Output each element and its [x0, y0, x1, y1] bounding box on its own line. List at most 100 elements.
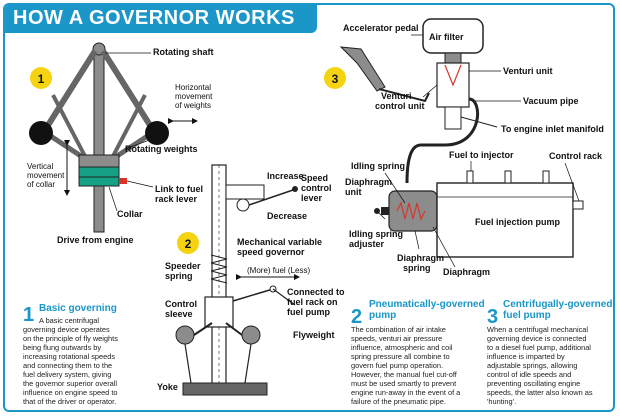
fuel-injection-pump: [436, 182, 574, 258]
section-2-line-5: govern fuel pump operation.: [351, 361, 443, 370]
label-accelerator-pedal: Accelerator pedal: [343, 23, 419, 33]
rotating-shaft: [93, 48, 105, 233]
speeder-spring: [210, 254, 228, 284]
diagram-frame: HOW A GOVERNOR WORKS 1: [3, 3, 615, 412]
rotating-weight-left: [29, 121, 53, 145]
label-speed-control-2: control: [301, 183, 332, 193]
label-venturi-unit: Venturi unit: [503, 66, 553, 76]
label-speed-control-1: Speed: [301, 173, 328, 183]
section-3-line-9: 'hunting'.: [487, 397, 516, 406]
label-vertical-movement-2: movement: [27, 171, 65, 180]
label-connected-fuel-rack-2: fuel rack on: [287, 297, 338, 307]
section-3-line-1: When a centrifugal mechanical: [487, 325, 588, 334]
label-fuel-injection-pump: Fuel injection pump: [475, 217, 561, 227]
label-decrease: Decrease: [267, 211, 307, 221]
badge-1: [30, 67, 52, 89]
section-2-line-7: must be used smartly to prevent: [351, 379, 456, 388]
label-horizontal-movement-1: Horizontal: [175, 83, 211, 92]
label-link-fuel-rack-1: Link to fuel: [155, 184, 203, 194]
section-3-line-4: influence is imparted by: [487, 352, 565, 361]
label-vertical-movement-3: of collar: [27, 180, 55, 189]
label-idling-adjuster-1: Idling spring: [349, 229, 403, 239]
section-1-line-6: and connecting them to the: [23, 361, 112, 370]
mechanical-governor-diagram: 2 Increase: [157, 164, 345, 396]
badge-2: [177, 232, 199, 254]
label-horizontal-movement-2: movement: [175, 92, 213, 101]
diagram-canvas: 1 R: [23, 18, 612, 406]
section-1-line-2: governing device operates: [23, 325, 110, 334]
label-mechanical-governor-2: speed governor: [237, 247, 305, 257]
collar: [78, 154, 120, 168]
yoke: [182, 382, 268, 396]
section-2-number: 2: [351, 306, 362, 328]
section-1-line-5: increasing rotational speeds: [23, 352, 115, 361]
section-1-number: 1: [23, 304, 34, 326]
label-rotating-weights: Rotating weights: [125, 144, 198, 154]
badge-1-number: 1: [38, 72, 45, 86]
section-3-line-8: speeds, the latter also known as: [487, 388, 593, 397]
label-yoke: Yoke: [157, 382, 178, 392]
label-flyweight: Flyweight: [293, 330, 335, 340]
section-2-line-2: speeds, venturi air pressure: [351, 334, 442, 343]
section-3-heading-1: Centrifugally-governed: [503, 299, 612, 310]
badge-3: [324, 67, 346, 89]
badge-2-number: 2: [185, 237, 192, 251]
label-speeder-spring-2: spring: [165, 271, 193, 281]
label-control-rack: Control rack: [549, 151, 603, 161]
label-horizontal-movement-3: of weights: [175, 101, 211, 110]
speed-control-knob: [292, 186, 298, 192]
section-3-line-5: adjustable springs, allowing: [487, 361, 577, 370]
label-mechanical-governor-1: Mechanical variable: [237, 237, 322, 247]
section-1-line-4: being flung outwards by: [23, 343, 101, 352]
label-venturi-control-2: control unit: [375, 101, 425, 111]
section-3-number: 3: [487, 306, 498, 328]
basic-governor-diagram: 1 R: [27, 42, 214, 245]
section-3-line-3: to a diesel fuel pump, additional: [487, 343, 591, 352]
label-diaphragm: Diaphragm: [443, 267, 490, 277]
label-control-sleeve-1: Control: [165, 299, 197, 309]
label-diaphragm-spring-2: spring: [403, 263, 431, 273]
link-fuel-rack-stub: [119, 178, 127, 184]
label-idling-adjuster-2: adjuster: [349, 239, 385, 249]
label-control-sleeve-2: sleeve: [165, 309, 193, 319]
label-diaphragm-unit-2: unit: [345, 187, 362, 197]
accelerator-pedal: [339, 46, 386, 92]
section-3-line-7: preventing oscillating engine: [487, 379, 580, 388]
label-drive-from-engine: Drive from engine: [57, 235, 134, 245]
label-link-fuel-rack-2: rack lever: [155, 194, 198, 204]
idling-spring: [396, 201, 426, 221]
section-3-heading-2: fuel pump: [503, 310, 551, 321]
section-2-line-3: influence, atmospheric and coil: [351, 343, 453, 352]
label-idling-spring: Idling spring: [351, 161, 405, 171]
section-2: 2 Pneumatically-governed pump The combin…: [351, 299, 485, 406]
section-1-line-1: A basic centrifugal: [39, 316, 99, 325]
label-speed-control-3: lever: [301, 193, 323, 203]
section-2-heading-2: pump: [369, 310, 396, 321]
label-venturi-control-1: Venturi: [381, 91, 412, 101]
label-connected-fuel-rack-1: Connected to: [287, 287, 345, 297]
section-2-line-9: failure of the pneumatic pipe.: [351, 397, 446, 406]
flyweight-right: [241, 325, 261, 345]
label-vacuum-pipe: Vacuum pipe: [523, 96, 579, 106]
section-2-heading-1: Pneumatically-governed: [369, 299, 485, 310]
label-connected-fuel-rack-3: fuel pump: [287, 307, 330, 317]
section-2-line-6: However, the manual fuel cut-off: [351, 370, 458, 379]
section-1-line-10: that of the driver or operator.: [23, 397, 116, 406]
title-bar: HOW A GOVERNOR WORKS: [5, 5, 317, 33]
section-3-line-2: governing device is connected: [487, 334, 586, 343]
injector-outlets: [466, 170, 550, 184]
section-1-line-8: the governor superior overall: [23, 379, 117, 388]
label-to-engine-inlet: To engine inlet manifold: [501, 124, 604, 134]
label-diaphragm-spring-1: Diaphragm: [397, 253, 444, 263]
label-vertical-movement-1: Vertical: [27, 162, 53, 171]
section-2-line-1: The combination of air intake: [351, 325, 446, 334]
label-collar: Collar: [117, 209, 143, 219]
diaphragm-unit: [388, 190, 438, 232]
section-2-line-8: engine run-away in the event of a: [351, 388, 461, 397]
control-sleeve: [204, 296, 234, 328]
section-2-line-4: spring pressure all combine to: [351, 352, 450, 361]
flyweight-left: [175, 325, 195, 345]
control-rack: [572, 200, 584, 210]
section-1: 1 Basic governing A basic centrifugal go…: [23, 303, 118, 406]
label-speeder-spring-1: Speeder: [165, 261, 201, 271]
